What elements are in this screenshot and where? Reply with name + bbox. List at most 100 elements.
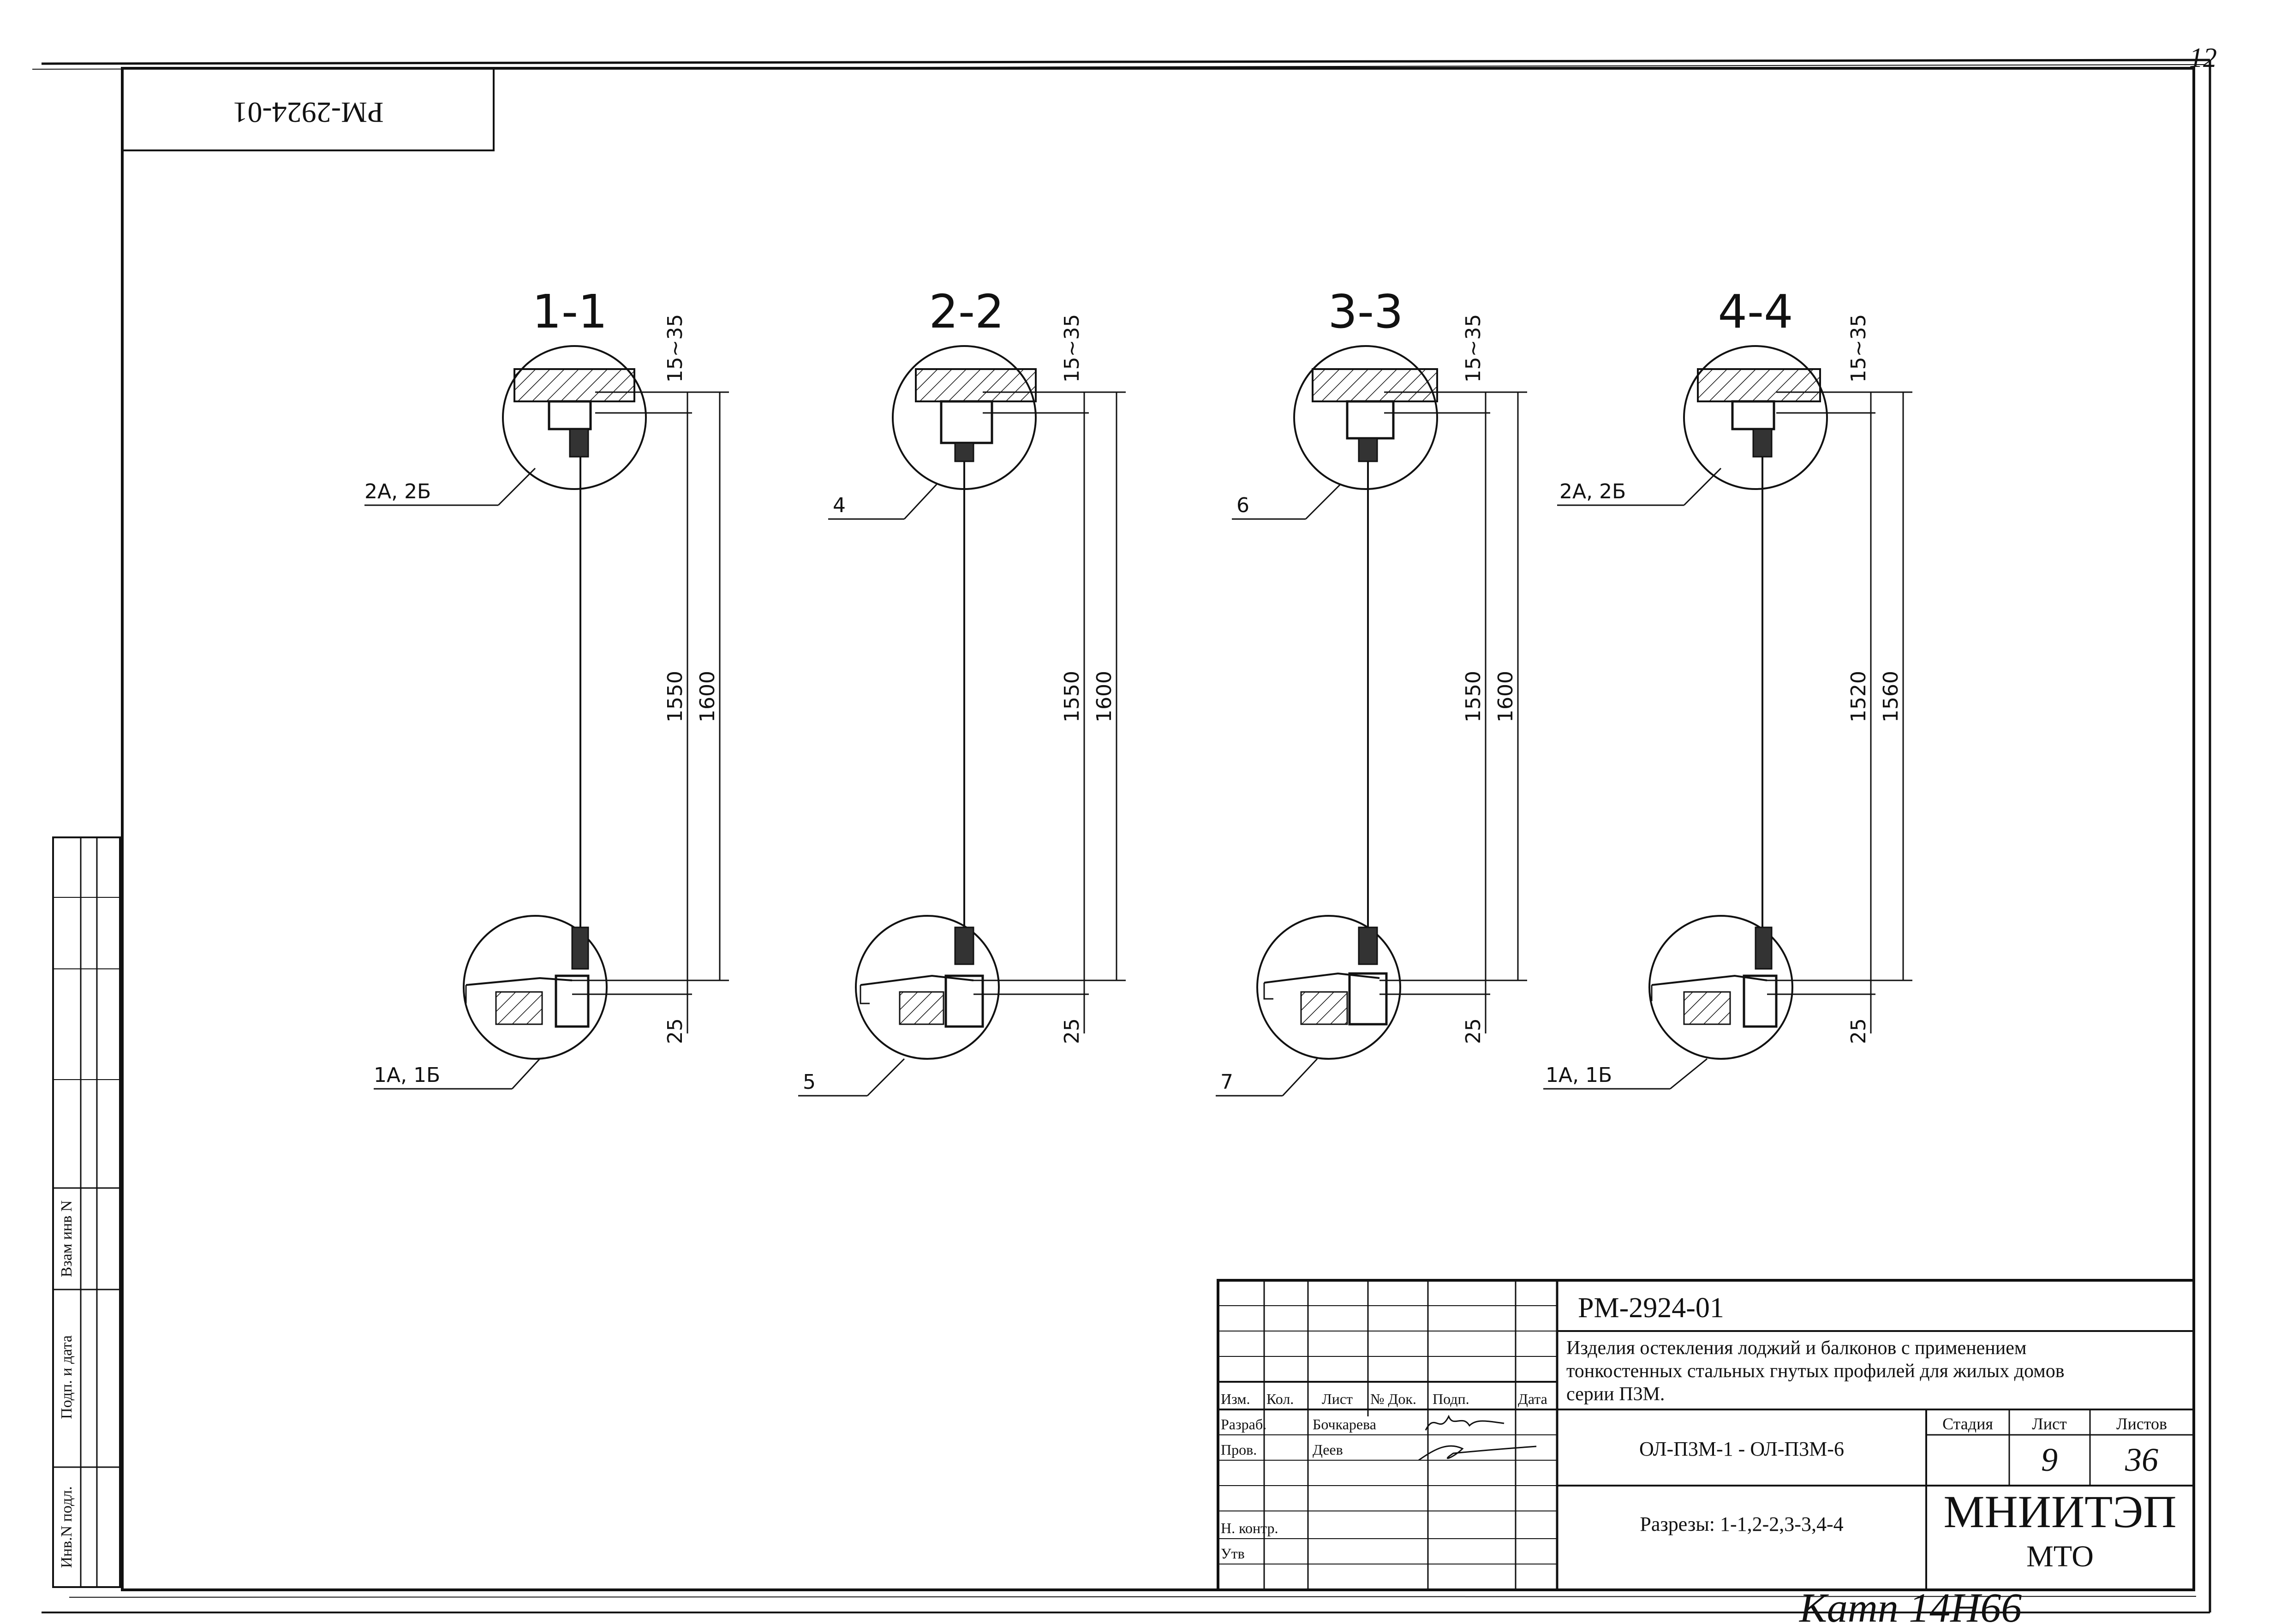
sign-date-label: Подп. и дата [58,1335,75,1419]
role-norm-control: Н. контр. [1221,1520,1278,1536]
bottom-fixture [571,926,589,970]
inner-dim: 1550 [1060,671,1084,722]
outer-dim: 1560 [1879,671,1903,722]
detail-circle-bottom [855,915,1000,1060]
top-profile [1346,400,1395,440]
section-4-4: 4-4 15~35 1520 1560 25 2А, 2Б 1А, 1Б [1543,285,1912,1090]
inner-dim: 1550 [663,671,687,722]
bottom-profile [555,974,590,1028]
col-header-izm: Изм. [1221,1391,1250,1407]
top-callout: 6 [1236,494,1249,517]
signature-checker [1418,1445,1537,1461]
balcony-slab [1300,991,1348,1025]
section-2-2: 2-2 15~35 1550 1600 25 4 5 [798,285,1126,1097]
corner-stamp: РМ-2924-01 [121,67,495,151]
title-block: РМ-2924-01 Изделия остекления лоджий и б… [1217,1279,2195,1591]
col-header-date: Дата [1518,1391,1547,1407]
side-stamp: Взам инв N Подп. и дата Инв.N подл. [52,836,121,1588]
section-title: 1-1 [532,285,607,339]
bottom-fixture [954,926,974,965]
product-range: ОЛ-П3М-1 - ОЛ-П3М-6 [1639,1438,1844,1460]
top-tolerance-dim: 15~35 [1060,314,1084,383]
col-header-list: Лист [1322,1391,1353,1407]
bottom-callout: 7 [1220,1070,1233,1094]
balcony-slab [495,991,543,1025]
stage-label: Стадия [1942,1415,1993,1433]
section-title: 3-3 [1328,285,1403,339]
role-approved: Утв [1221,1545,1245,1562]
ceiling-slab [1312,368,1438,402]
detail-circle-bottom [463,915,608,1060]
role-developer: Разраб. [1221,1416,1266,1433]
outer-dim: 1600 [1093,671,1116,722]
bottom-profile [1348,972,1388,1026]
sheet-label: Лист [2032,1415,2067,1433]
top-fixture [1358,437,1378,462]
bottom-fixture [1358,926,1378,965]
signature-developer [1425,1415,1505,1431]
bottom-profile [1743,974,1778,1028]
doc-title-line-2: тонкостенных стальных гнутых профилей дл… [1566,1361,2065,1382]
top-callout: 2А, 2Б [364,480,431,503]
ceiling-slab [1697,368,1821,402]
section-title: 4-4 [1718,285,1793,339]
checker-name: Деев [1313,1441,1343,1458]
balcony-slab [1683,991,1731,1025]
col-header-doc: № Док. [1370,1391,1416,1407]
col-header-kol: Кол. [1266,1391,1294,1407]
balcony-slab [899,991,944,1025]
sheets-label: Листов [2116,1415,2167,1433]
bottom-dim: 25 [663,1018,687,1044]
top-tolerance-dim: 15~35 [1462,314,1485,383]
sections-caption: Разрезы: 1-1,2-2,3-3,4-4 [1640,1513,1843,1535]
top-tolerance-dim: 15~35 [1847,314,1870,383]
col-header-sign: Подп. [1433,1391,1469,1407]
section-title: 2-2 [929,285,1004,339]
swap-inv-label: Взам инв N [58,1200,75,1278]
role-checker: Пров. [1221,1441,1257,1458]
developer-name: Бочкарева [1313,1416,1376,1433]
org-sub: МТО [2026,1540,2094,1573]
detail-circle-top [1683,345,1828,490]
doc-title-line-3: серии П3М. [1566,1384,1665,1405]
bottom-callout: 1А, 1Б [1546,1063,1612,1087]
inner-dim: 1520 [1847,671,1870,722]
top-fixture [1752,428,1773,458]
ceiling-slab [915,368,1037,402]
top-callout: 2А, 2Б [1559,480,1626,503]
top-fixture [954,442,974,462]
doc-title-line-1: Изделия остекления лоджий и балконов с п… [1566,1337,2026,1359]
top-callout: 4 [833,494,846,517]
bottom-profile [944,974,984,1028]
drawing-border [121,67,2195,1591]
top-fixture [569,428,589,458]
top-profile [940,400,993,444]
doc-code: РМ-2924-01 [1578,1292,1724,1324]
inner-dim: 1550 [1462,671,1485,722]
detail-circle-bottom [1256,915,1401,1060]
top-profile [548,400,592,430]
bottom-dim: 25 [1462,1018,1485,1044]
section-3-3: 3-3 15~35 1550 1600 25 6 7 [1216,285,1527,1097]
handwritten-note: Катп 14Н66 [1798,1585,2022,1624]
inv-orig-label: Инв.N подл. [58,1486,75,1568]
top-profile [1731,400,1775,430]
sheet-value: 9 [2041,1441,2058,1478]
outer-dim: 1600 [696,671,719,722]
bottom-callout: 1А, 1Б [374,1063,440,1087]
top-tolerance-dim: 15~35 [663,314,687,383]
org-name: МНИИТЭП [1944,1486,2177,1537]
outer-dim: 1600 [1494,671,1517,722]
section-1-1: 1-1 15~35 1550 1600 25 2А, 2Б 1А, 1Б [364,285,729,1090]
sheets-value: 36 [2125,1441,2158,1478]
ceiling-slab [514,368,635,402]
corner-stamp-code: РМ-2924-01 [233,96,383,129]
detail-circle-bottom [1648,915,1793,1060]
bottom-dim: 25 [1060,1018,1084,1044]
bottom-fixture [1755,926,1773,970]
bottom-dim: 25 [1847,1018,1870,1044]
bottom-callout: 5 [803,1070,816,1094]
detail-circle-top [1293,345,1438,490]
detail-circle-top [502,345,647,490]
